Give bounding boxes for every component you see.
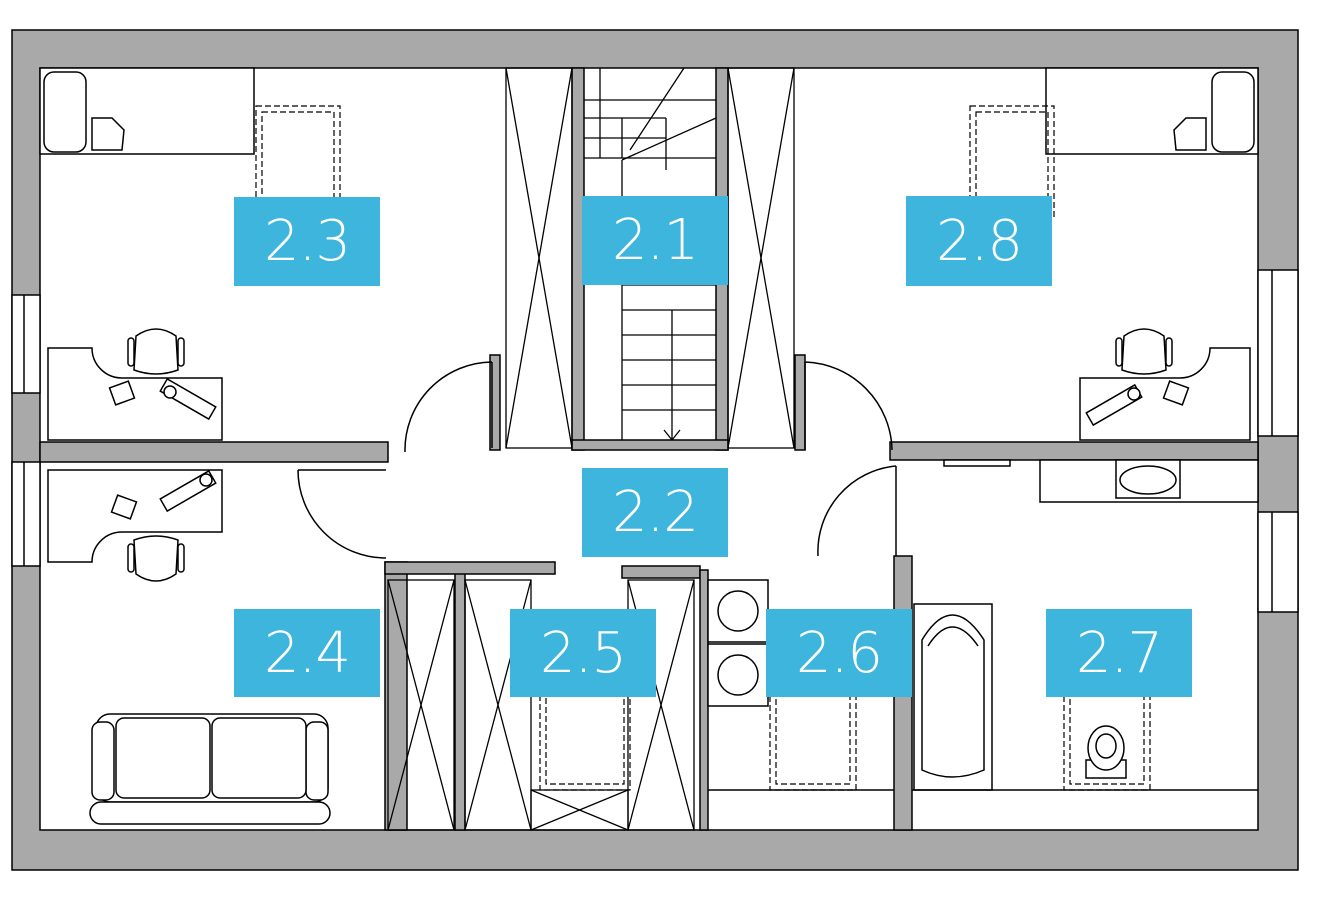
room-label-box-2-4 [234,609,380,697]
sofa-icon [89,713,331,825]
bathtub-icon [912,603,1258,791]
bed-icon [39,67,1259,155]
room-label-2-4: 2.4 [263,620,351,686]
room-label-box-2-3 [234,197,380,286]
room-label-box-2-7 [1046,609,1192,697]
room-label-box-2-2 [582,468,728,557]
washing-machine-icon [707,579,894,791]
room-label-2-3: 2.3 [263,209,351,274]
telephone-icon [108,380,1190,520]
room-label-2-8: 2.8 [935,208,1023,274]
door-icon [297,361,897,559]
room-label-box-2-8 [906,196,1052,286]
toilet-icon [1085,725,1127,779]
window-icon [11,269,1299,613]
lamp-icon [159,377,1143,513]
room-label-boxes [234,196,1192,697]
room-label-box-2-5 [510,609,656,697]
wardrobe-icon [387,67,795,831]
room-label-2-1: 2.1 [611,208,699,273]
room-label-2-6: 2.6 [795,620,883,686]
walls [11,29,1299,871]
sink-icon [943,459,1259,503]
room-label-box-2-6 [766,609,912,697]
room-label-2-5: 2.5 [539,620,627,686]
room-label-box-2-1 [582,196,728,285]
chair-icon [127,328,1173,582]
room-label-2-2: 2.2 [611,480,699,545]
staircase-icon [584,67,717,441]
room-label-2-7: 2.7 [1075,620,1163,686]
